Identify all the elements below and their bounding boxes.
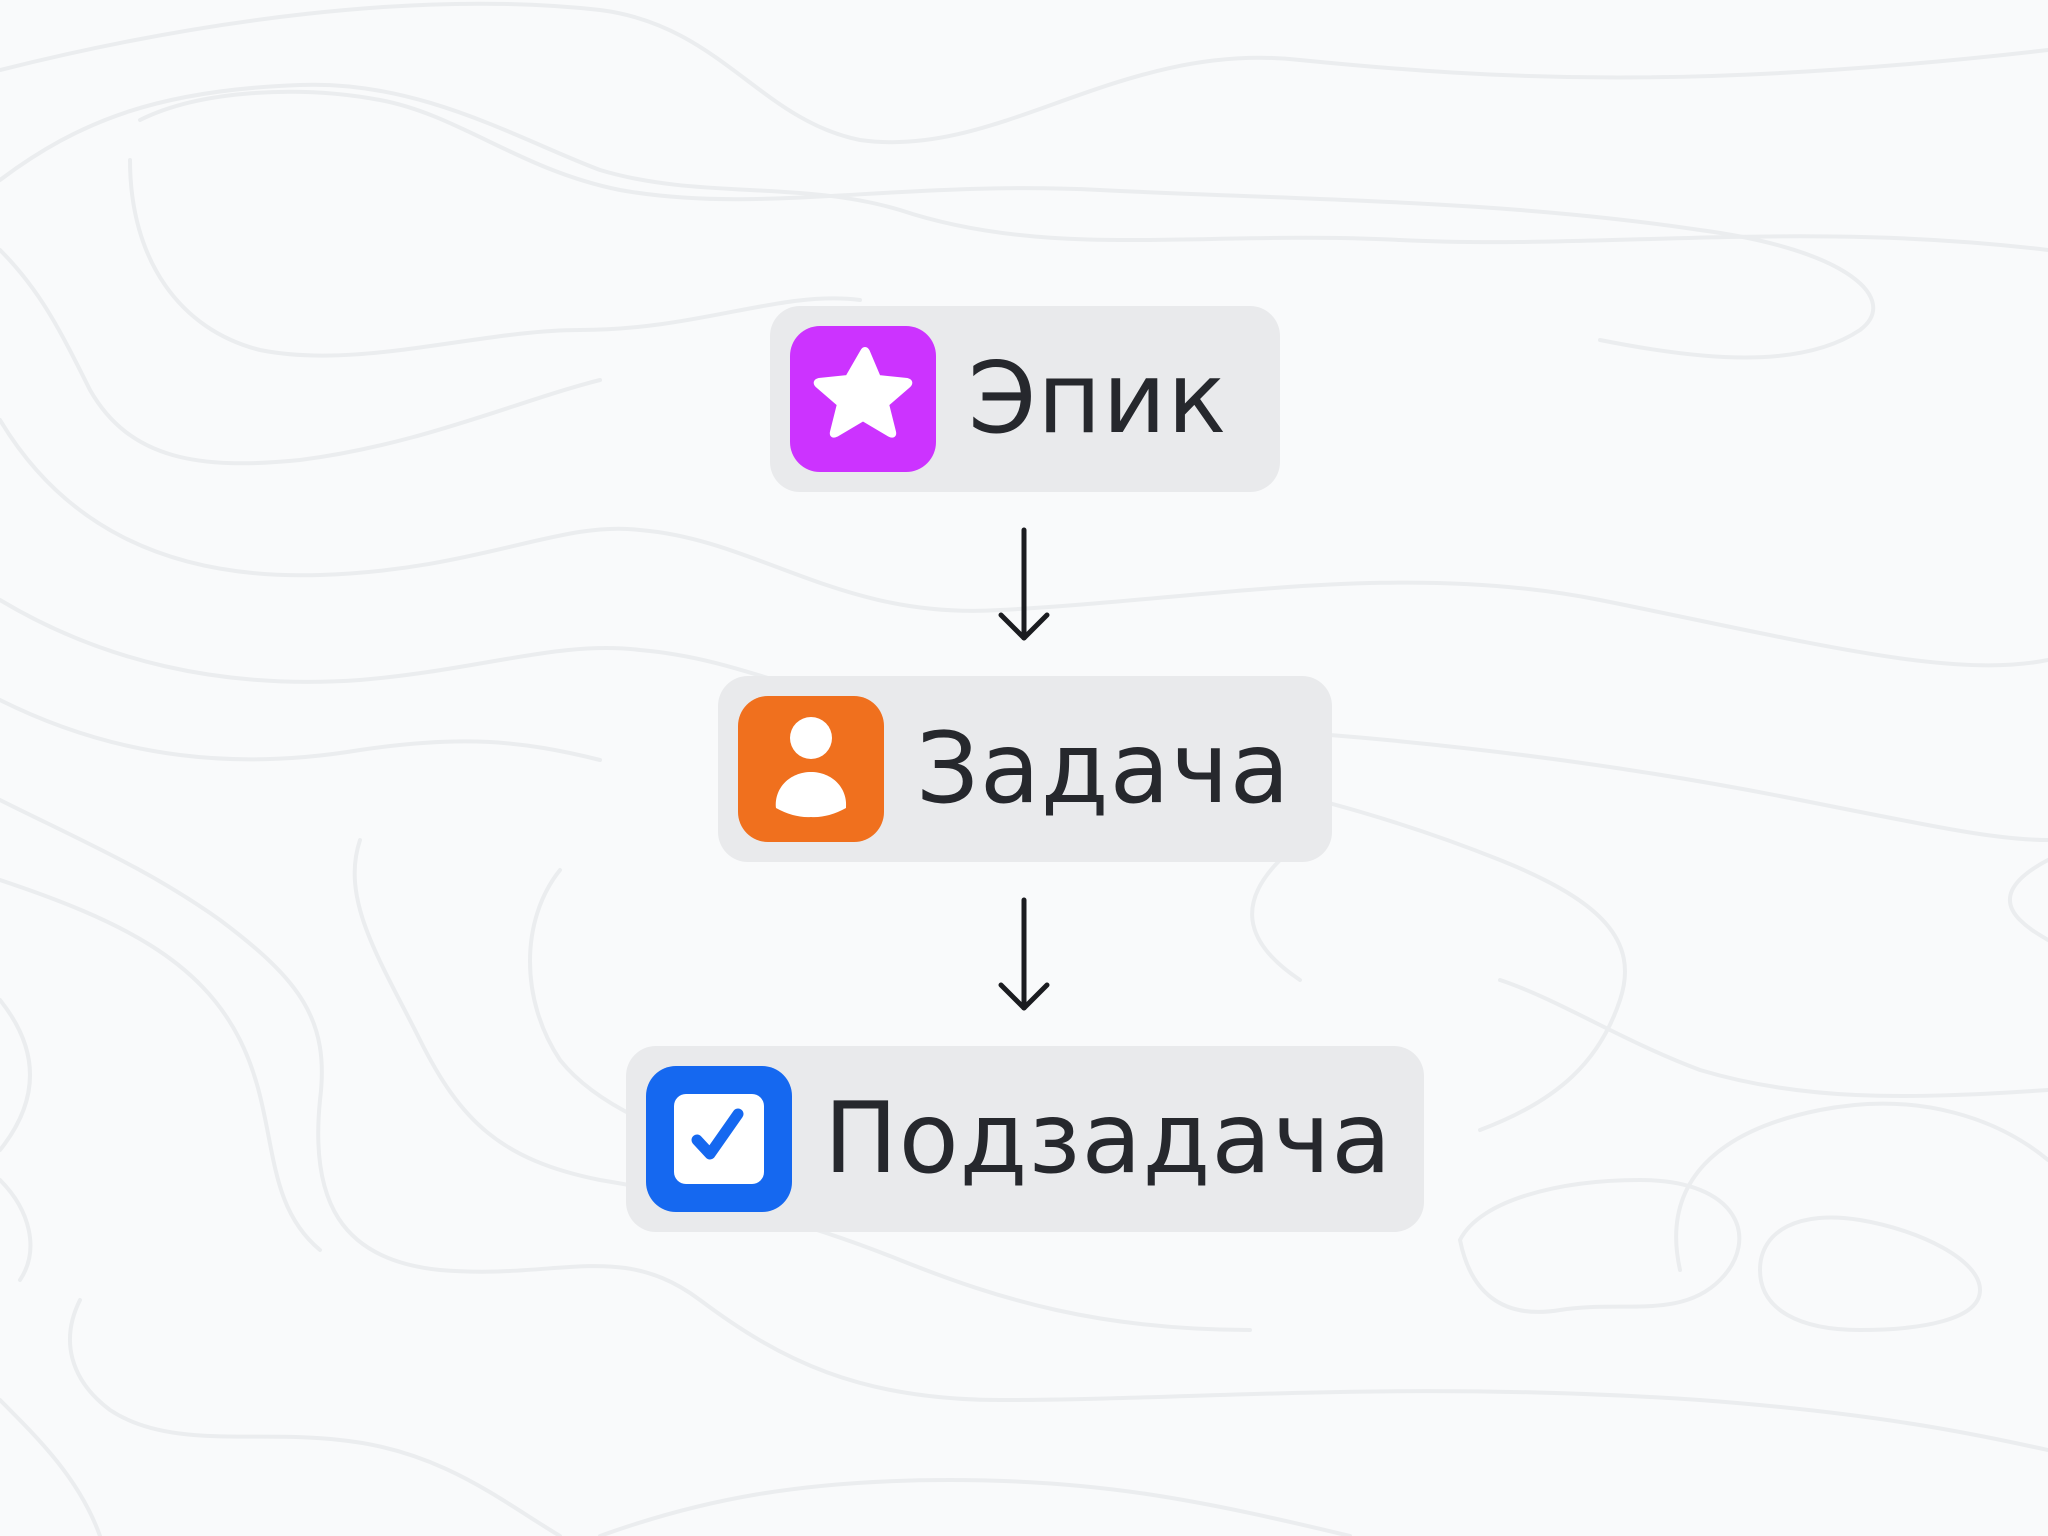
- user-icon: [775, 717, 847, 818]
- task-badge: [738, 696, 884, 842]
- subtask-badge: [646, 1066, 792, 1212]
- star-icon: [813, 347, 913, 438]
- epic-node: Эпик: [770, 306, 1280, 492]
- checkbox-icon: [674, 1094, 764, 1184]
- subtask-node: Подзадача: [626, 1046, 1424, 1232]
- task-label: Задача: [916, 712, 1291, 826]
- subtask-label: Подзадача: [824, 1082, 1393, 1196]
- epic-badge: [790, 326, 936, 472]
- arrow-down-icon: [998, 527, 1050, 641]
- epic-label: Эпик: [968, 342, 1228, 456]
- task-node: Задача: [718, 676, 1332, 862]
- arrow-down-icon: [998, 897, 1050, 1011]
